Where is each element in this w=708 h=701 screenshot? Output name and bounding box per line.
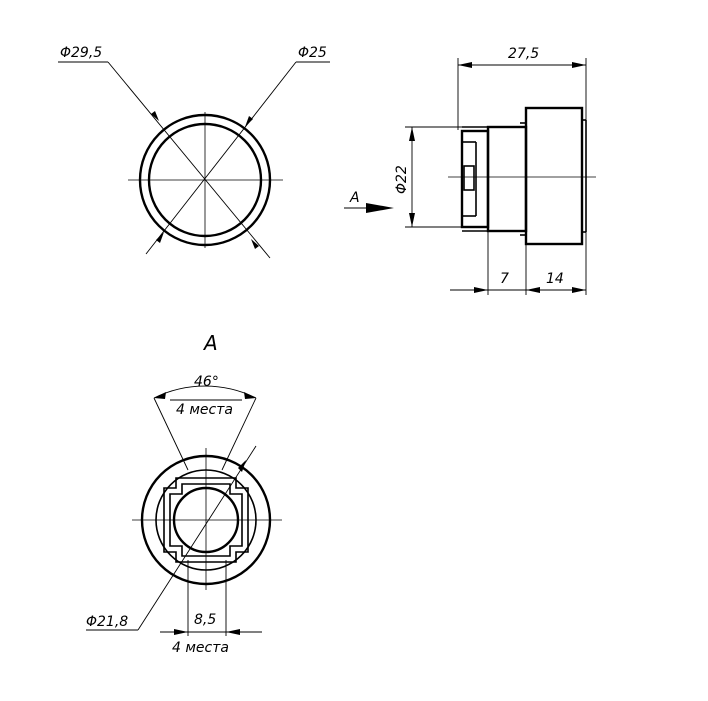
latch-body (460, 129, 490, 229)
arrow-d22-top (409, 127, 415, 141)
arrow-outer-1 (151, 111, 159, 121)
label-angle: 46° (194, 374, 219, 390)
arrow-neck-right (526, 287, 540, 293)
view-a: A 46° 4 места Φ21,8 8,5 4 места (86, 331, 282, 656)
arrow-slot-right (226, 629, 240, 635)
view-arrow-label: A (349, 190, 360, 206)
arrow-angle-right (244, 392, 256, 399)
label-length-neck: 7 (500, 271, 509, 287)
arrow-slot-left (174, 629, 188, 635)
latch-tab (463, 165, 475, 191)
head-body (524, 106, 584, 246)
arrow-d218 (238, 460, 246, 472)
latch-profile-inner (169, 483, 243, 557)
arrow-neck-left (474, 287, 488, 293)
label-slot-width: 8,5 (194, 612, 216, 628)
arrow-outer-2 (251, 239, 259, 249)
label-slot-note: 4 места (172, 640, 229, 656)
latch-profile (163, 477, 249, 563)
arrow-inner-1 (245, 116, 253, 127)
view-arrow-head (366, 203, 394, 213)
angle-line-right (221, 397, 257, 471)
label-view-a-diameter: Φ21,8 (86, 614, 128, 630)
label-length-head: 14 (546, 271, 564, 287)
front-view: Φ29,5 Φ25 (58, 45, 330, 259)
label-body-diameter: Φ22 (394, 165, 410, 194)
arrow-total-left (458, 62, 472, 68)
side-view: 27,5 Φ22 A 7 (344, 46, 596, 295)
arrow-d22-bottom (409, 213, 415, 227)
view-a-title: A (202, 331, 218, 355)
arrow-inner-2 (156, 232, 164, 243)
neck-body (486, 125, 528, 233)
label-outer-diameter: Φ29,5 (60, 45, 102, 61)
label-angle-note: 4 места (176, 402, 233, 418)
angle-line-left (153, 397, 189, 471)
label-total-length: 27,5 (508, 46, 539, 62)
arrow-head-right (572, 287, 586, 293)
label-inner-diameter: Φ25 (298, 45, 327, 61)
leader-outer-diameter-diag (107, 61, 271, 259)
arrow-angle-left (154, 392, 166, 399)
arrow-total-right (572, 62, 586, 68)
leader-d218 (137, 445, 257, 631)
leader-inner-diameter-diag (145, 61, 297, 255)
